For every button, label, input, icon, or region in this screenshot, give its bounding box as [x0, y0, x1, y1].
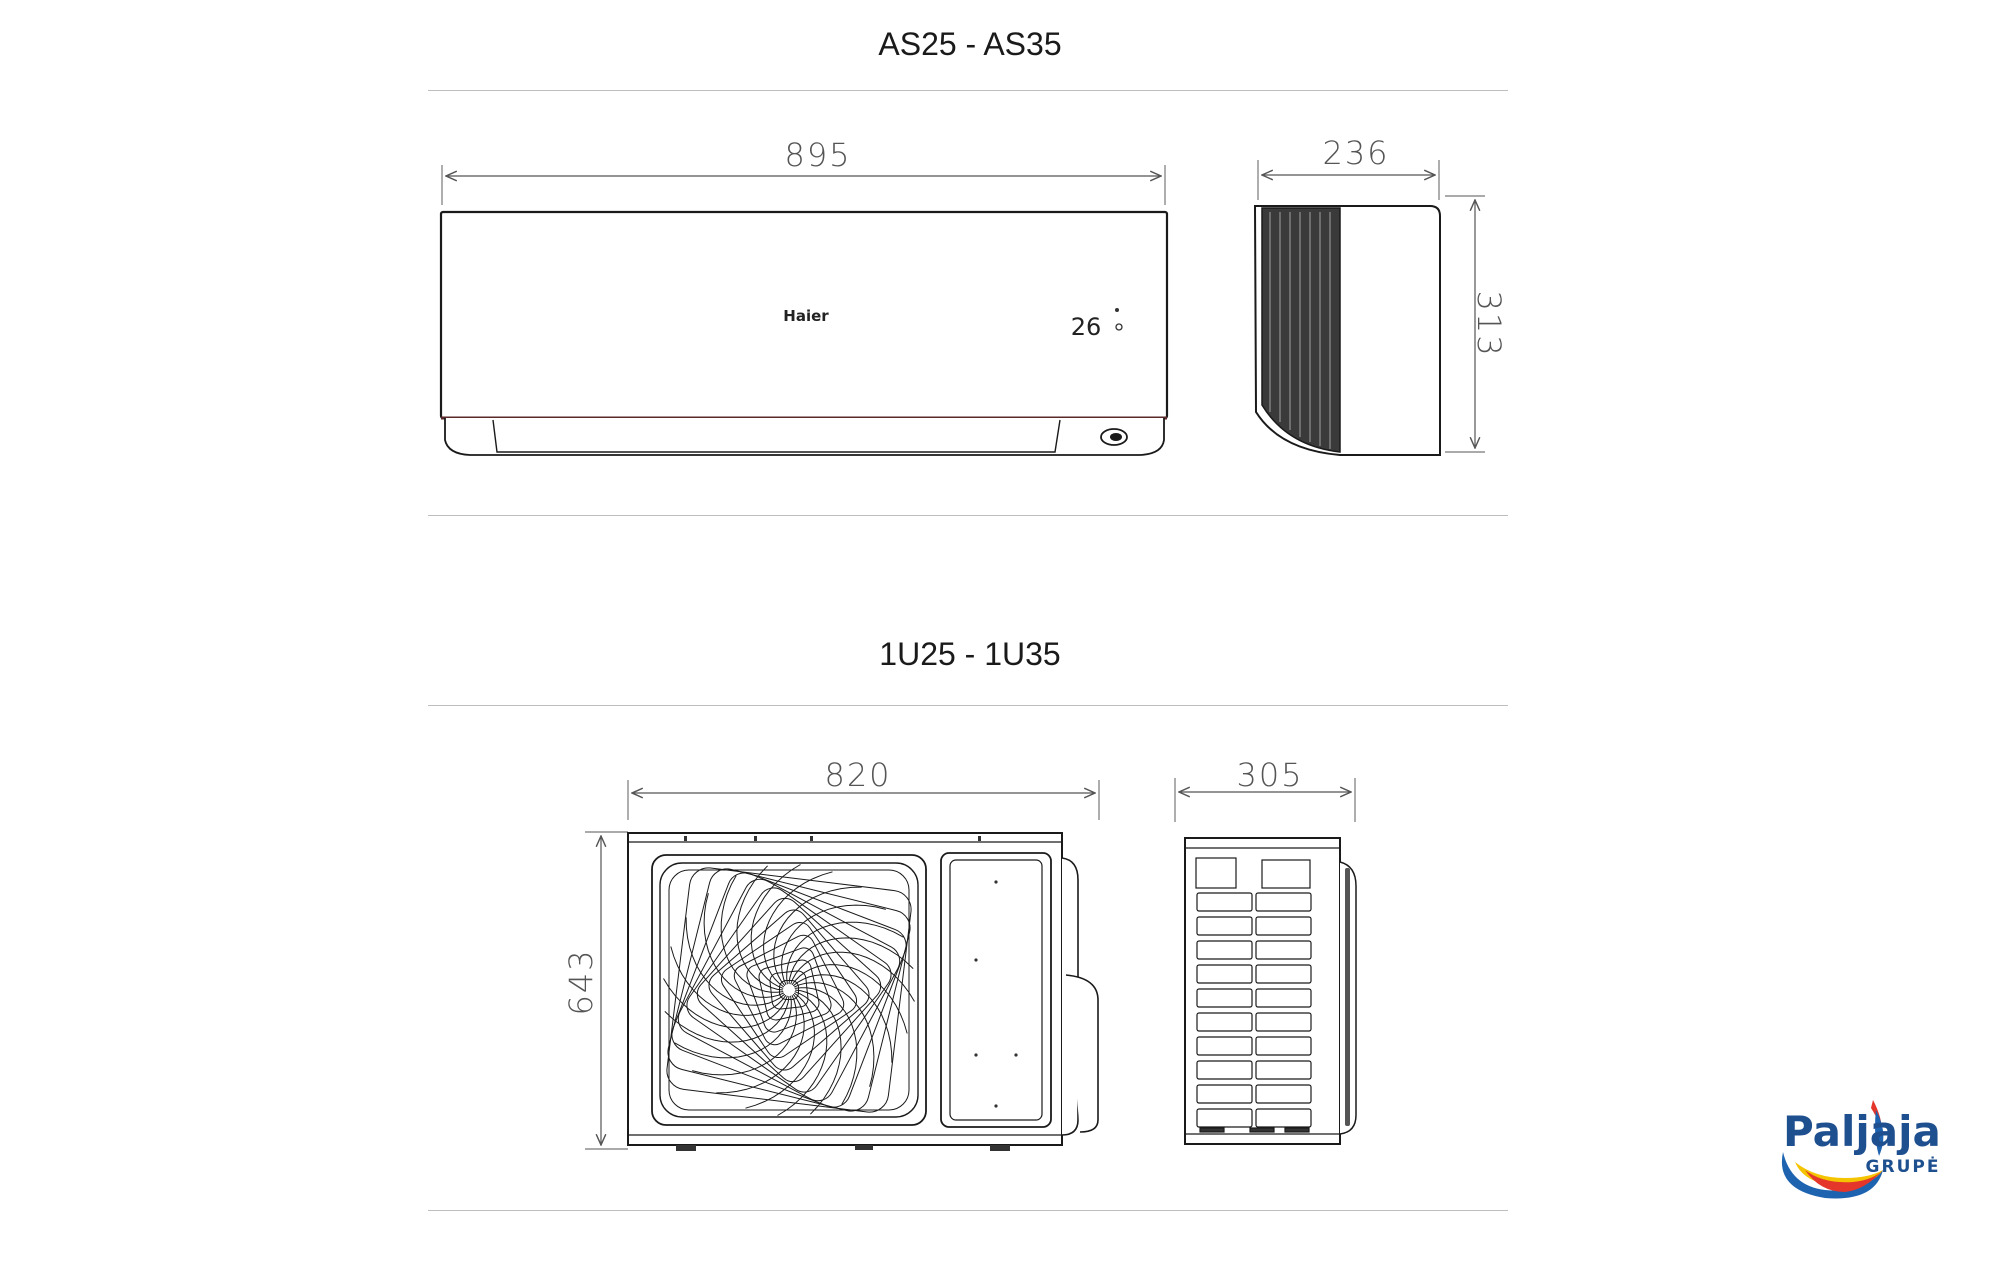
grille-spoke	[692, 995, 797, 1076]
grille-spoke	[663, 978, 788, 1029]
grille-ring	[666, 867, 912, 1113]
outdoor-unit-title: 1U25 - 1U35	[879, 636, 1061, 672]
grille-spoke	[788, 937, 914, 985]
logo-subtitle: GRUPĖ	[1866, 1155, 1941, 1177]
grille-ring	[758, 959, 820, 1021]
fin-slot	[1255, 988, 1312, 1008]
fin-slot	[1255, 1036, 1312, 1056]
base-foot	[1199, 1127, 1225, 1133]
outdoor-top-rule	[428, 705, 1508, 706]
fan-grille	[663, 864, 915, 1116]
grille-ring	[671, 872, 907, 1108]
fin-slot	[1196, 1108, 1253, 1128]
base-foot	[1284, 1127, 1310, 1133]
fin-slot	[1255, 1012, 1312, 1032]
grille-spoke	[794, 982, 875, 1087]
grille-spoke	[794, 989, 842, 1115]
logo-flame-blue	[1875, 1110, 1884, 1156]
indoor-depth-dimension: 236	[1322, 134, 1389, 172]
grille-ring	[667, 868, 911, 1112]
coil-fins	[1196, 892, 1312, 1133]
indoor-bottom-rule	[428, 515, 1508, 516]
grille-spoke	[664, 995, 790, 1043]
grille-spoke	[703, 893, 784, 998]
base-foot	[1249, 1127, 1275, 1133]
fin-slot	[1196, 916, 1253, 936]
logo-wordmark: Paljaja	[1783, 1107, 1941, 1156]
fin-slot	[1255, 964, 1312, 984]
grille-ring	[733, 934, 845, 1046]
grille-spoke	[745, 992, 815, 1109]
fin-slot	[1255, 1060, 1312, 1080]
grille-spoke	[773, 886, 862, 987]
outdoor-bottom-rule	[428, 1210, 1508, 1211]
fin-slot	[1196, 1084, 1253, 1104]
grille-ring	[686, 887, 892, 1093]
logo-emblem: Paljaja GRUPĖ	[1781, 1100, 1941, 1199]
grille-spoke	[736, 865, 784, 991]
fin-slot	[1255, 1108, 1312, 1128]
grille-spoke	[750, 864, 801, 989]
fin-slot	[1196, 1012, 1253, 1032]
grille-spoke	[777, 991, 828, 1116]
grille-spoke	[781, 904, 886, 985]
grille-spoke	[720, 875, 784, 993]
grille-ring	[677, 878, 901, 1102]
fin-slot	[1255, 940, 1312, 960]
grille-spoke	[670, 946, 787, 1016]
fin-slot	[1196, 1060, 1253, 1080]
grille-spoke	[716, 993, 805, 1094]
grille-spoke	[786, 921, 904, 985]
grille-spoke	[790, 951, 915, 1002]
grille-spoke	[794, 987, 858, 1105]
outdoor-width-dimension: 820	[824, 756, 891, 794]
grille-ring	[746, 947, 832, 1033]
grille-ring	[720, 921, 858, 1059]
indoor-front-view: 895 Haier 26	[439, 136, 1169, 456]
fin-slot	[1255, 1084, 1312, 1104]
indoor-width-dimension: 895	[784, 136, 851, 174]
fin-slot	[1196, 964, 1253, 984]
fin-slot	[1196, 940, 1253, 960]
fin-slot	[1255, 892, 1312, 912]
grille-ring	[668, 869, 910, 1111]
indoor-brand-mark: Haier	[783, 307, 829, 325]
grille-ring	[708, 909, 870, 1071]
outdoor-depth-dimension: 305	[1236, 756, 1303, 794]
indoor-top-rule	[428, 90, 1508, 91]
fin-slot	[1196, 1036, 1253, 1056]
indoor-height-dimension: 313	[1470, 290, 1508, 357]
indoor-unit-title: AS25 - AS35	[878, 26, 1062, 62]
grille-spoke	[791, 964, 908, 1034]
outdoor-height-dimension: 643	[562, 948, 600, 1015]
grille-spoke	[792, 974, 893, 1063]
fin-slot	[1196, 988, 1253, 1008]
logo-swoosh-red	[1805, 1170, 1883, 1192]
fin-slot	[1196, 892, 1253, 912]
indoor-temperature-display: 26	[1071, 313, 1102, 341]
grille-spoke	[685, 917, 786, 1006]
company-logo: Paljaja GRUPĖ	[1765, 1090, 1965, 1210]
fin-slot	[1255, 916, 1312, 936]
outdoor-side-view: 305	[1174, 756, 1357, 1145]
grille-spoke	[763, 871, 833, 988]
grille-spoke	[674, 995, 792, 1059]
indoor-side-view: 236 313	[1253, 134, 1508, 456]
outdoor-front-view: 820 643	[562, 756, 1100, 1151]
